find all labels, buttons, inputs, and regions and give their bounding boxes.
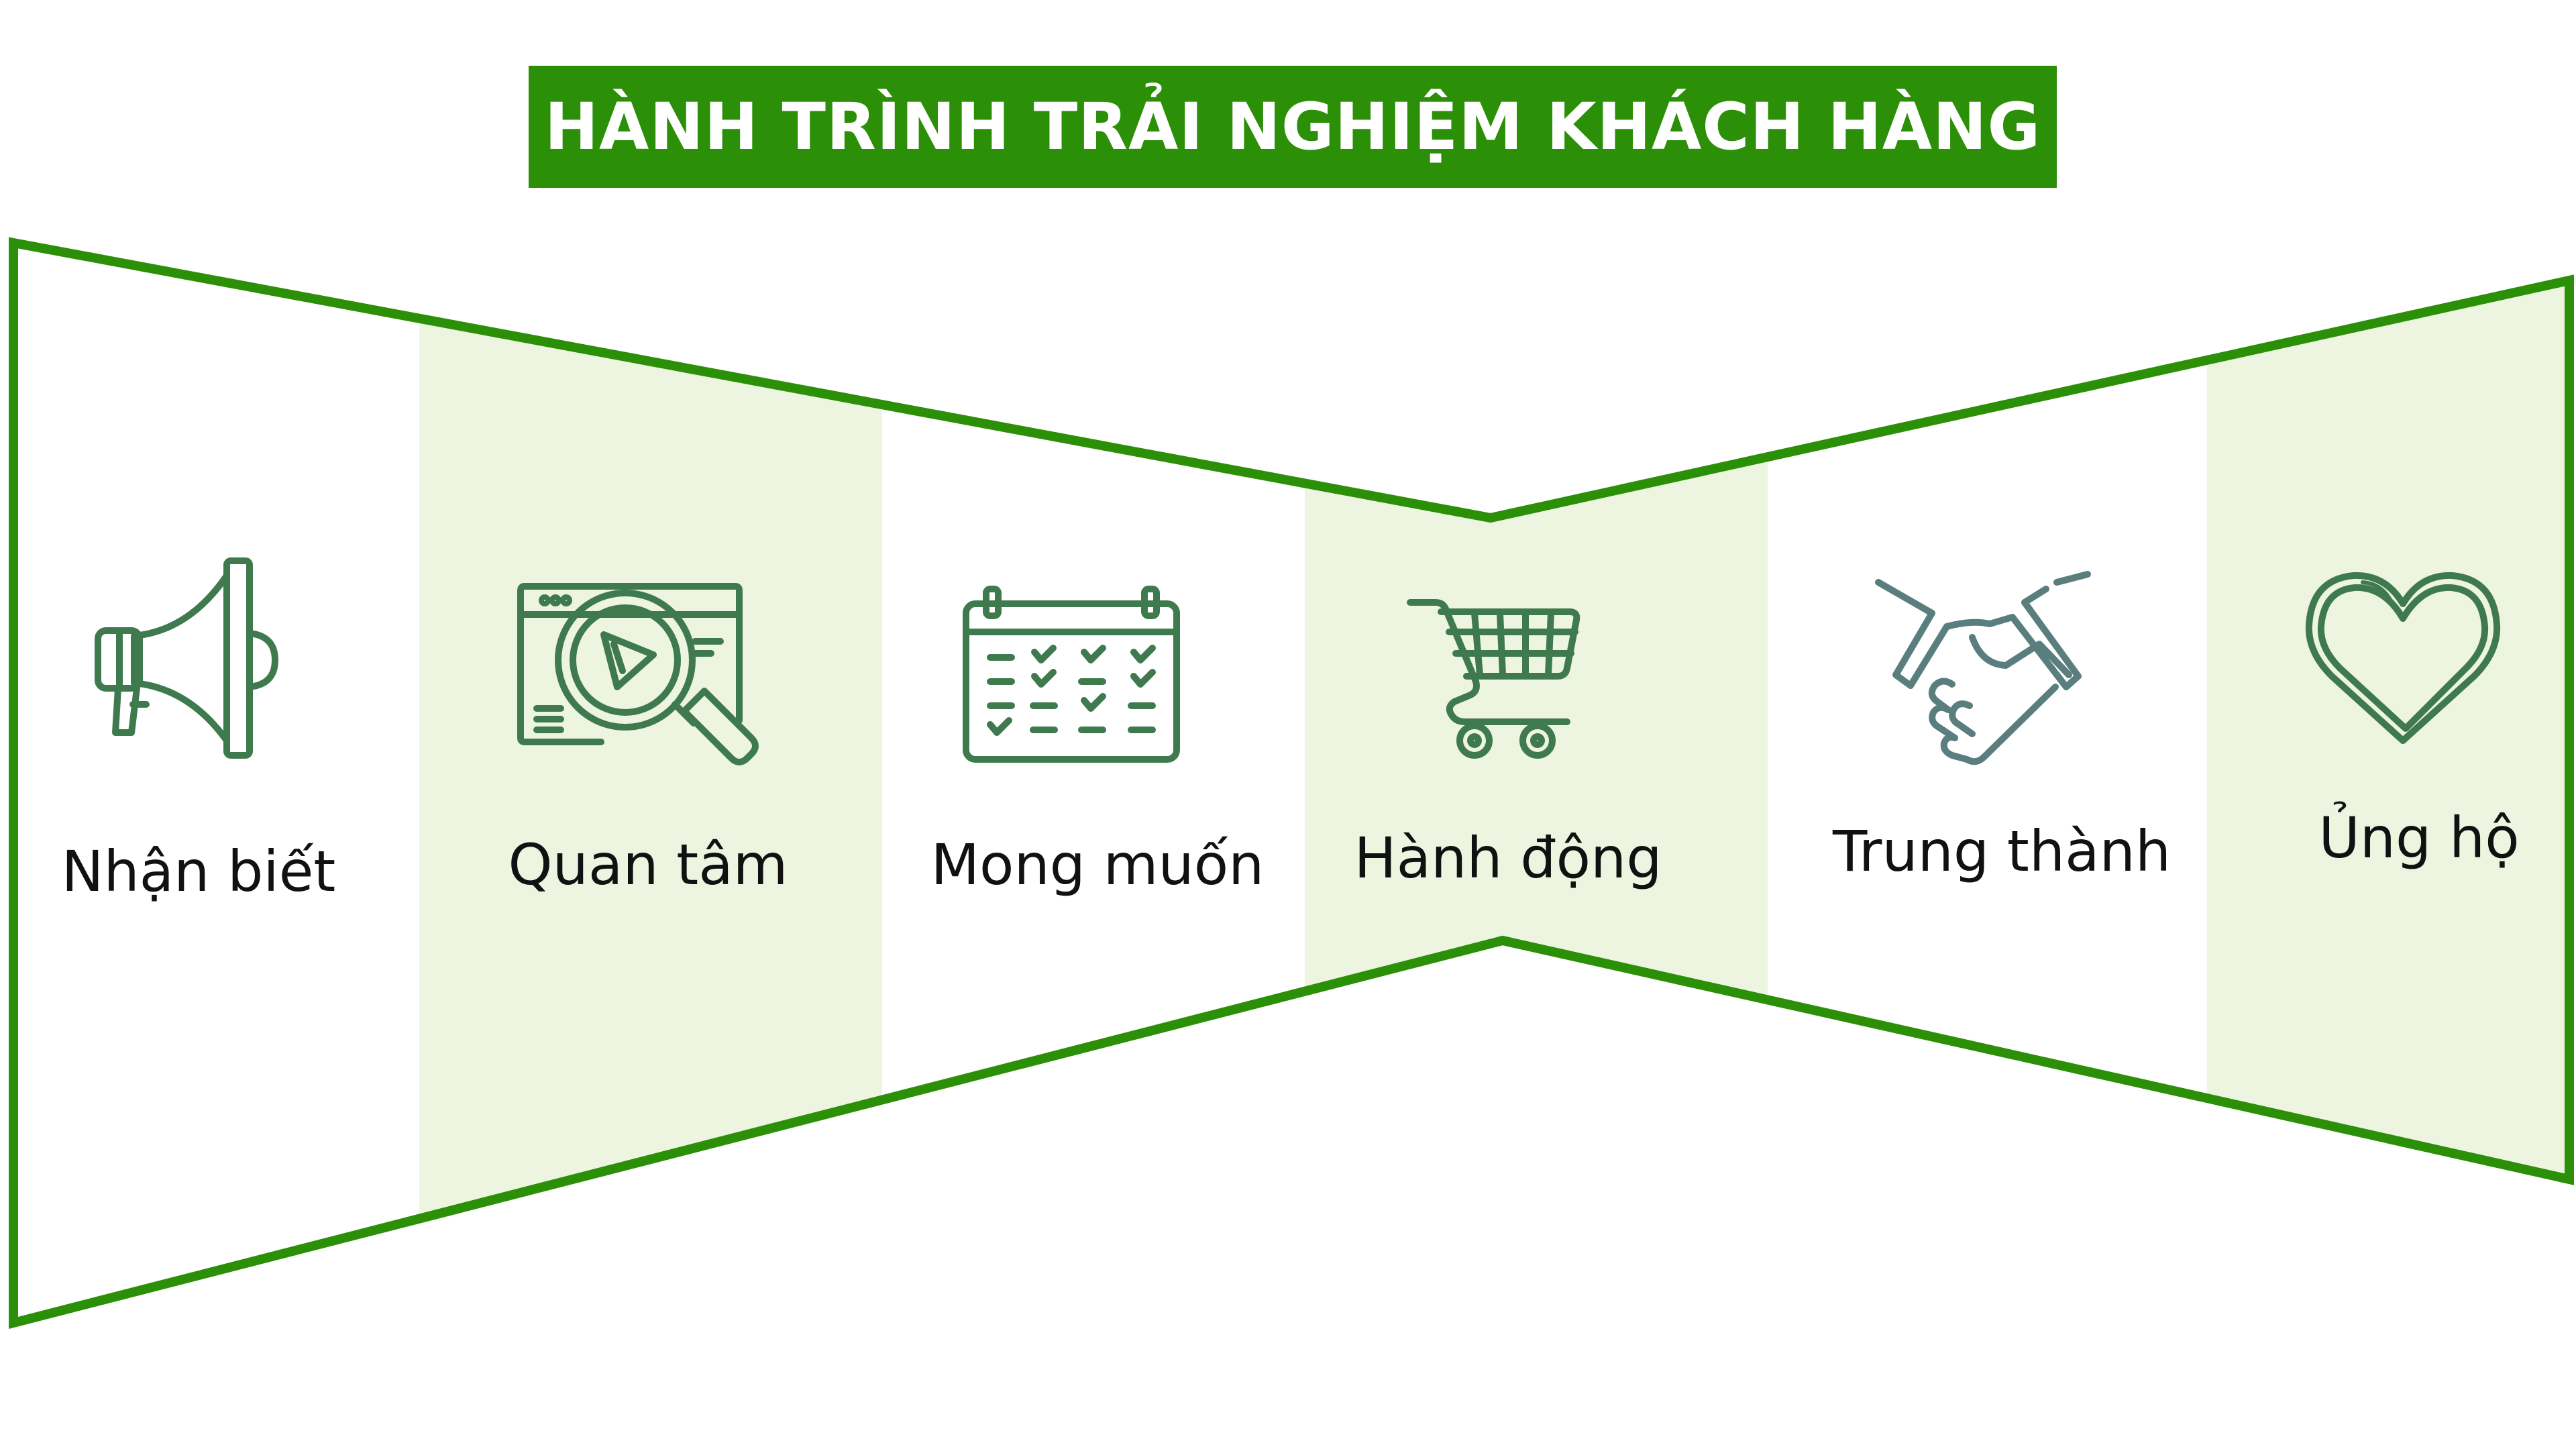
- page-title: HÀNH TRÌNH TRẢI NGHIỆM KHÁCH HÀNG: [544, 89, 2041, 164]
- stage-label-mong-muon: Mong muốn: [930, 832, 1265, 898]
- heart-icon: [2305, 572, 2501, 744]
- calendar-checklist-icon: [963, 586, 1180, 763]
- stage-label-quan-tam: Quan tâm: [508, 832, 788, 898]
- stage-label-ung-ho: Ủng hộ: [2318, 805, 2520, 871]
- title-banner: HÀNH TRÌNH TRẢI NGHIỆM KHÁCH HÀNG: [529, 66, 2057, 188]
- handshake-icon: [1875, 571, 2091, 765]
- journey-outline: [9, 237, 2574, 1330]
- magnifier-browser-icon: [517, 583, 759, 765]
- band-ung-ho: [2207, 243, 2569, 1323]
- megaphone-icon: [95, 557, 278, 759]
- stage-label-trung-thanh: Trung thành: [1832, 818, 2171, 884]
- shopping-cart-icon: [1407, 599, 1580, 759]
- stage-label-hanh-dong: Hành động: [1354, 825, 1662, 891]
- stage-label-nhan-biet: Nhận biết: [61, 839, 336, 904]
